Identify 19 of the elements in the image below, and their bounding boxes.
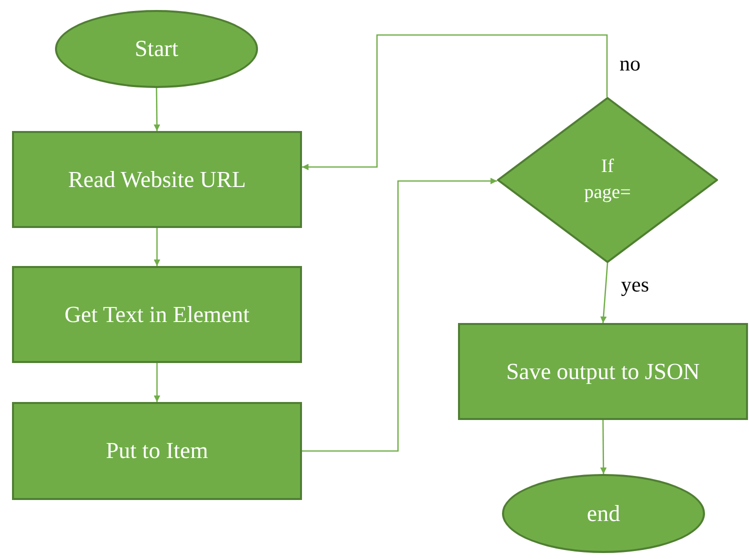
node-text: Read Website URL [68,166,246,194]
arrow [154,88,160,131]
node-text: If page= [583,154,632,205]
arrow [600,420,607,474]
node-text: Get Text in Element [64,300,250,329]
arrow [600,262,608,324]
arrow [154,228,160,266]
decision-diamond [497,97,718,263]
node-text: Save output to JSON [506,358,700,386]
node-text: end [586,500,620,528]
process-box [12,402,302,500]
node-text: Put to Item [106,437,208,466]
arrow [302,34,608,170]
node-text: Start [134,35,178,64]
process-box [12,131,302,228]
arrow [154,363,160,402]
arrow [302,178,497,452]
process-box [458,323,748,420]
process-box [12,266,302,363]
